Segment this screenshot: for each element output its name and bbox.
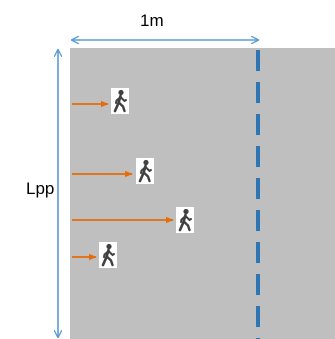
pedestrian-icon (174, 205, 196, 235)
width-label: 1m (140, 11, 164, 30)
lane-area (70, 48, 335, 339)
length-label: Lpp (26, 179, 54, 198)
pedestrian-icon (109, 86, 131, 116)
pedestrian-icon (134, 156, 156, 186)
pedestrian-icon (97, 240, 119, 270)
